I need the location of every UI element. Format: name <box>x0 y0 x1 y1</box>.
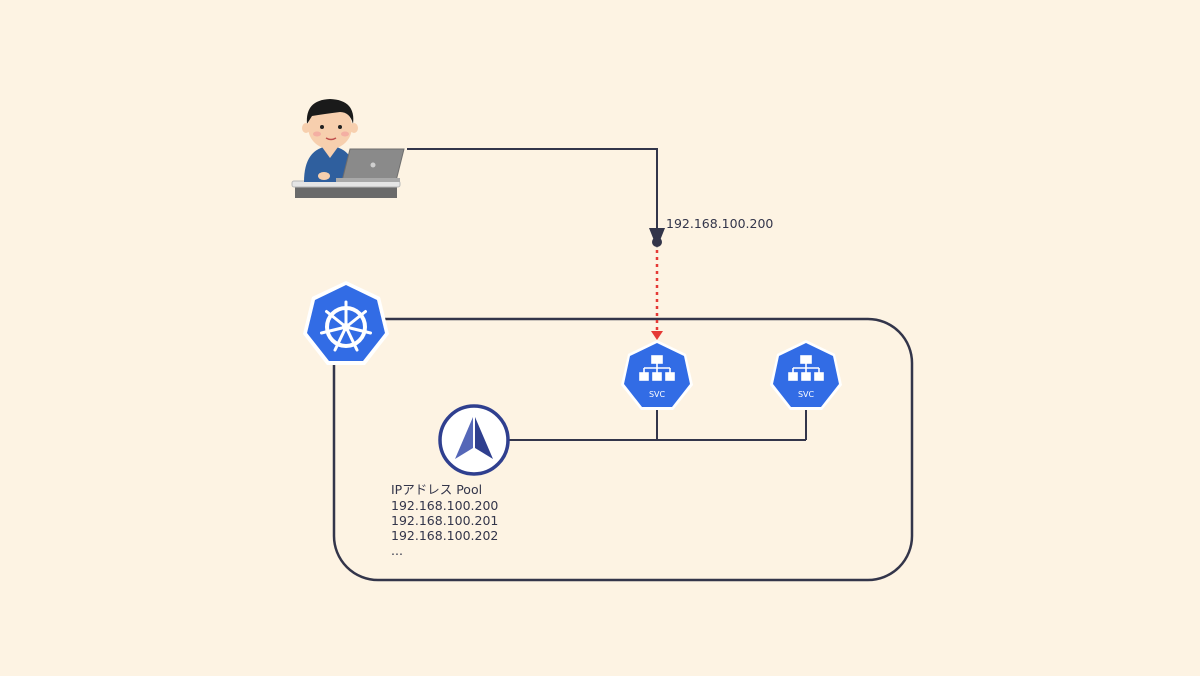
kubernetes-icon <box>303 281 389 365</box>
ip-label: 192.168.100.200 <box>666 216 773 231</box>
ip-pool-address: 192.168.100.200 <box>391 498 498 513</box>
service-label: SVC <box>649 390 666 399</box>
ip-pool-address: ... <box>391 543 403 558</box>
metallb-icon <box>438 404 510 476</box>
ip-pool-address: 192.168.100.201 <box>391 513 498 528</box>
ingress-node <box>652 237 662 247</box>
traffic-arrowhead <box>651 331 663 340</box>
user-at-laptop-icon <box>291 99 405 198</box>
service-icon: SVC <box>770 340 842 410</box>
service-label: SVC <box>798 390 815 399</box>
ip-pool-title: IPアドレス Pool <box>391 482 482 497</box>
ip-pool-address: 192.168.100.202 <box>391 528 498 543</box>
cluster-boundary <box>332 317 914 582</box>
service-icon: SVC <box>621 340 693 410</box>
ip-pool-list: IPアドレス Pool 192.168.100.200 192.168.100.… <box>391 482 498 558</box>
client-connector <box>407 148 665 248</box>
